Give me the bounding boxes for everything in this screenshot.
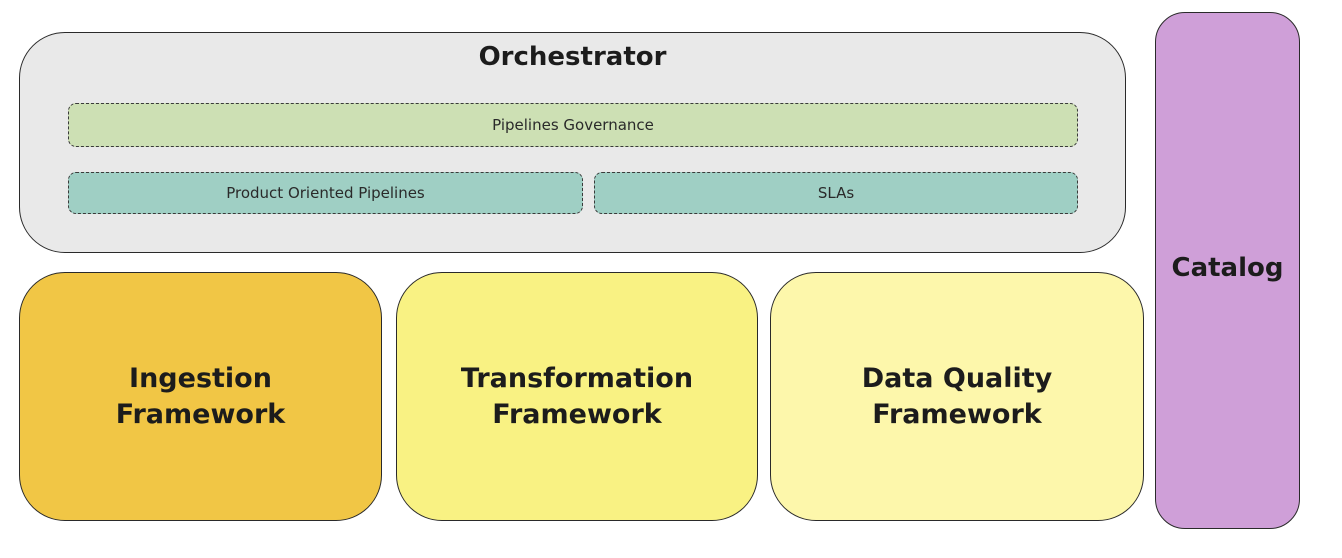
orchestrator-title: Orchestrator [478, 42, 667, 72]
data-quality-framework-box: Data Quality Framework [770, 272, 1144, 521]
ingestion-framework-line2: Framework [115, 398, 286, 430]
transformation-framework-line1: Transformation [460, 362, 694, 394]
product-oriented-pipelines-box: Product Oriented Pipelines [68, 172, 583, 214]
orchestrator-box: Orchestrator Pipelines Governance Produc… [19, 32, 1126, 253]
catalog-label: Catalog [1171, 253, 1284, 283]
ingestion-framework-line1: Ingestion [129, 362, 272, 394]
ingestion-framework-box: Ingestion Framework [19, 272, 382, 521]
data-quality-framework-line2: Framework [872, 398, 1042, 430]
transformation-framework-box: Transformation Framework [396, 272, 758, 521]
transformation-framework-line2: Framework [492, 398, 662, 430]
catalog-box: Catalog [1155, 12, 1300, 529]
pipelines-governance-box: Pipelines Governance [68, 103, 1078, 147]
slas-box: SLAs [594, 172, 1078, 214]
data-quality-framework-line1: Data Quality [861, 362, 1053, 394]
